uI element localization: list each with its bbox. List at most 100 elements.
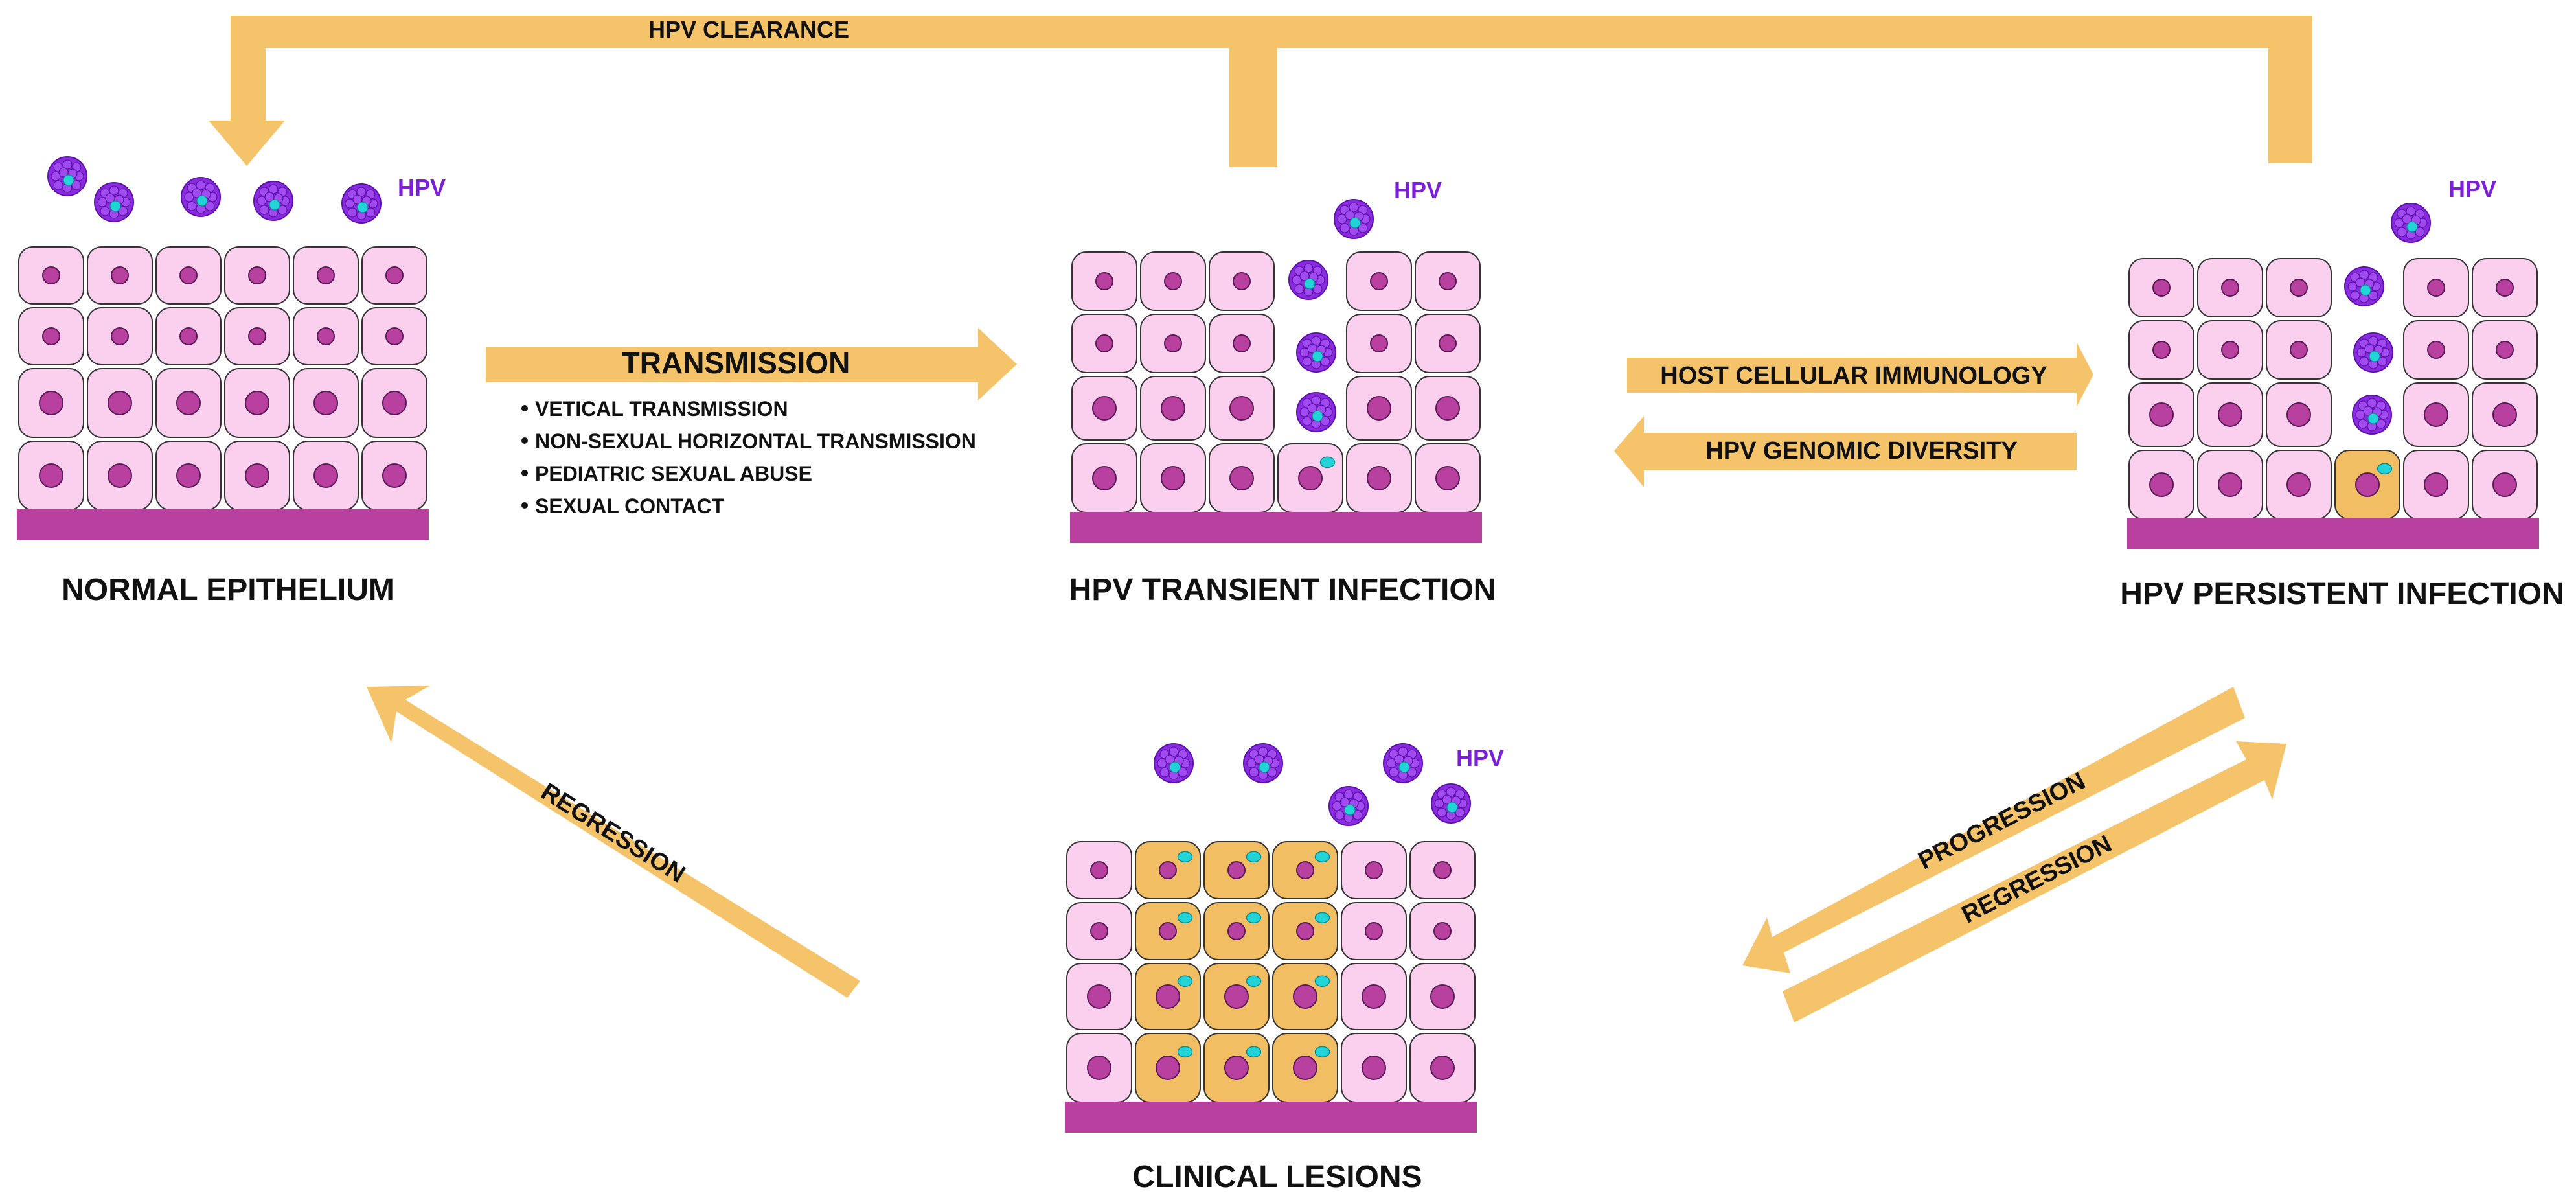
capsomere [1349,202,1359,213]
cell-nucleus [1090,861,1108,879]
cell-nucleus [1224,984,1249,1009]
route-bullet [521,470,528,476]
capsomere [2376,419,2386,429]
capsomere [2415,227,2425,237]
cell-nucleus [1430,1056,1455,1080]
hpv-virion [253,181,293,221]
virion-genome [1312,351,1323,362]
cell-nucleus [1095,272,1113,290]
virion-genome [2369,351,2380,362]
cell-nucleus [1365,861,1383,879]
capsomere [2406,206,2416,216]
capsomere [1312,284,1323,294]
viral-genome [1319,456,1336,468]
hpv-virion [94,182,134,222]
cell-nucleus [1430,984,1455,1009]
capsomere [1407,767,1417,778]
cell-nucleus [111,327,129,345]
clinical-lesions-caption: CLINICAL LESIONS [1132,1160,1422,1194]
viral-genome [1314,912,1330,924]
capsomere [1311,336,1321,346]
viral-genome [1246,851,1262,863]
route-bullet [521,502,528,509]
viral-genome [1246,912,1262,924]
regression-right-arrow: REGRESSION [1783,741,2286,1022]
capsomere [187,201,197,211]
capsomere [184,192,194,202]
capsomere [256,196,267,206]
viral-genome [1314,975,1330,987]
capsomere [1320,356,1330,367]
cell-nucleus [1092,466,1117,490]
cell-nucleus [385,266,404,284]
cell-nucleus [2496,279,2514,297]
capsomere [1168,746,1179,757]
capsomere [1455,807,1465,818]
capsomere [1434,798,1444,809]
virion-genome [1312,410,1323,422]
virion-genome [109,200,121,212]
cell-nucleus [1370,334,1388,352]
cell-nucleus [1435,396,1460,421]
clearance-arrow: HPV CLEARANCE [209,16,2312,167]
capsomere [1339,223,1350,233]
hpv-tag-normal: HPV [398,174,446,201]
cell-nucleus [179,327,198,345]
cell-nucleus [317,266,335,284]
regression-left-arrow: REGRESSION [367,686,860,998]
capsomere [1299,407,1310,417]
cell-nucleus [245,463,269,488]
transmission-arrow-shape [486,328,1017,400]
capsomere [1299,347,1310,358]
viral-genome [1246,1046,1262,1058]
normal-epithelium-panel [17,246,429,540]
capsomere [2358,419,2368,429]
cell-nucleus [1435,466,1460,490]
capsomere [1249,767,1259,778]
clearance-label: HPV CLEARANCE [648,16,849,43]
cell-nucleus [1159,922,1177,940]
cell-nucleus [2149,472,2174,497]
genomic-diversity-arrow: HPV GENOMIC DIVERSITY [1614,416,2077,487]
cell-nucleus [2427,279,2445,297]
cell-nucleus [1367,466,1391,490]
cell-nucleus [1439,334,1457,352]
cell-nucleus [2290,279,2308,297]
cell-nucleus [2492,472,2517,497]
virion-genome [196,195,208,207]
cell-nucleus [1365,922,1383,940]
capsomere [62,159,73,170]
cell-nucleus [1224,1056,1249,1080]
cell-nucleus [176,463,201,488]
cell-nucleus [1362,984,1386,1009]
capsomere [1157,758,1167,768]
capsomere [1398,746,1408,757]
capsomere [1343,789,1354,800]
cell-nucleus [1229,466,1254,490]
capsomere [2355,410,2365,420]
cell-nucleus [42,266,60,284]
capsomere [2368,336,2378,346]
cell-nucleus [2149,402,2174,427]
viral-genome [2377,463,2393,475]
capsomere [2359,270,2369,280]
cell-nucleus [1159,861,1177,879]
clinical-lesions-panel [1065,841,1477,1133]
hpv-virion [1154,743,1194,783]
cell-nucleus [382,391,407,415]
cell-nucleus [313,463,338,488]
cell-nucleus [1439,272,1457,290]
capsomere [2367,398,2377,408]
cell-nucleus [2424,402,2448,427]
cell-nucleus [317,327,335,345]
capsomere [356,187,367,197]
capsomere [118,206,128,216]
capsomere [1386,758,1396,768]
capsomere [1358,223,1368,233]
virion-genome [1349,217,1361,229]
transmission-route-item: NON-SEXUAL HORIZONTAL TRANSMISSION [535,430,976,453]
transmission-route-item: SEXUAL CONTACT [535,494,725,518]
cell-nucleus [1298,466,1323,490]
capsomere [2397,227,2407,237]
